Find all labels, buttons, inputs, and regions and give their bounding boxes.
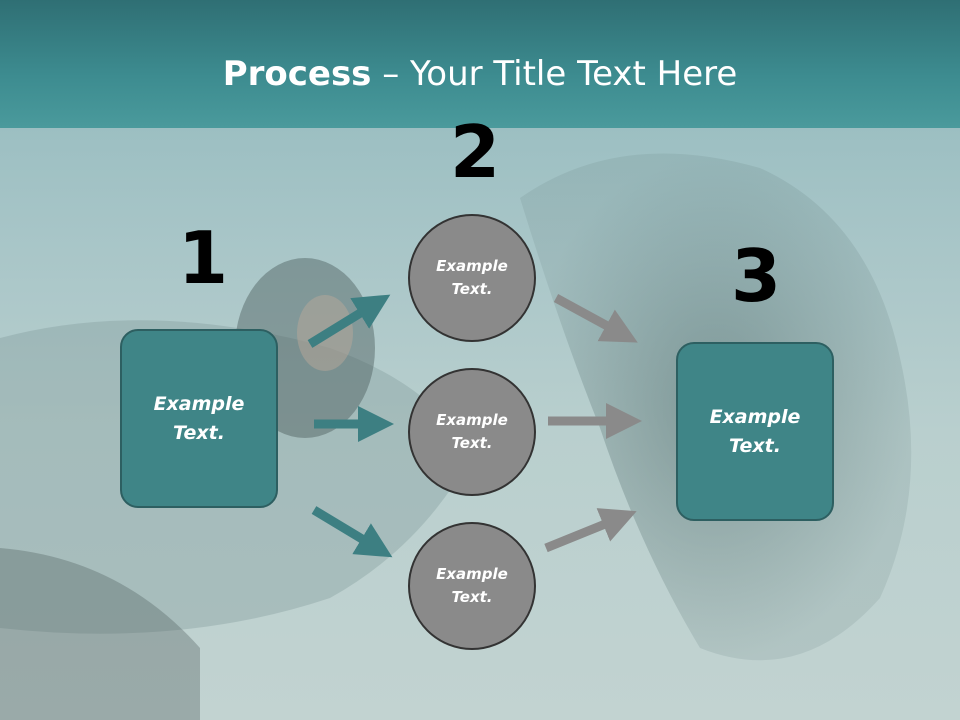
circle-top-label: Example Text. bbox=[436, 257, 508, 298]
step-2-circle-middle[interactable]: Example Text. bbox=[408, 368, 536, 496]
arrow-left-to-bottom bbox=[311, 506, 393, 558]
title-rest: – Your Title Text Here bbox=[371, 54, 738, 94]
step-2-circle-bottom[interactable]: Example Text. bbox=[408, 522, 536, 650]
step-number-2: 2 bbox=[450, 110, 501, 194]
slide-title: Process – Your Title Text Here bbox=[0, 52, 960, 96]
step-3-box[interactable]: Example Text. bbox=[676, 342, 834, 521]
arrow-top-to-right bbox=[553, 294, 638, 343]
step-3-label: Example Text. bbox=[709, 405, 801, 457]
circle-bottom-label: Example Text. bbox=[436, 565, 508, 606]
arrow-bottom-to-right bbox=[544, 508, 637, 553]
step-1-box[interactable]: Example Text. bbox=[120, 329, 278, 508]
step-1-label: Example Text. bbox=[153, 392, 245, 444]
step-number-3: 3 bbox=[731, 234, 782, 318]
title-bold: Process bbox=[222, 54, 372, 94]
arrow-left-to-top bbox=[307, 294, 391, 348]
step-2-circle-top[interactable]: Example Text. bbox=[408, 214, 536, 342]
circle-middle-label: Example Text. bbox=[436, 411, 508, 452]
step-number-1: 1 bbox=[178, 216, 229, 300]
title-bar bbox=[0, 0, 960, 128]
